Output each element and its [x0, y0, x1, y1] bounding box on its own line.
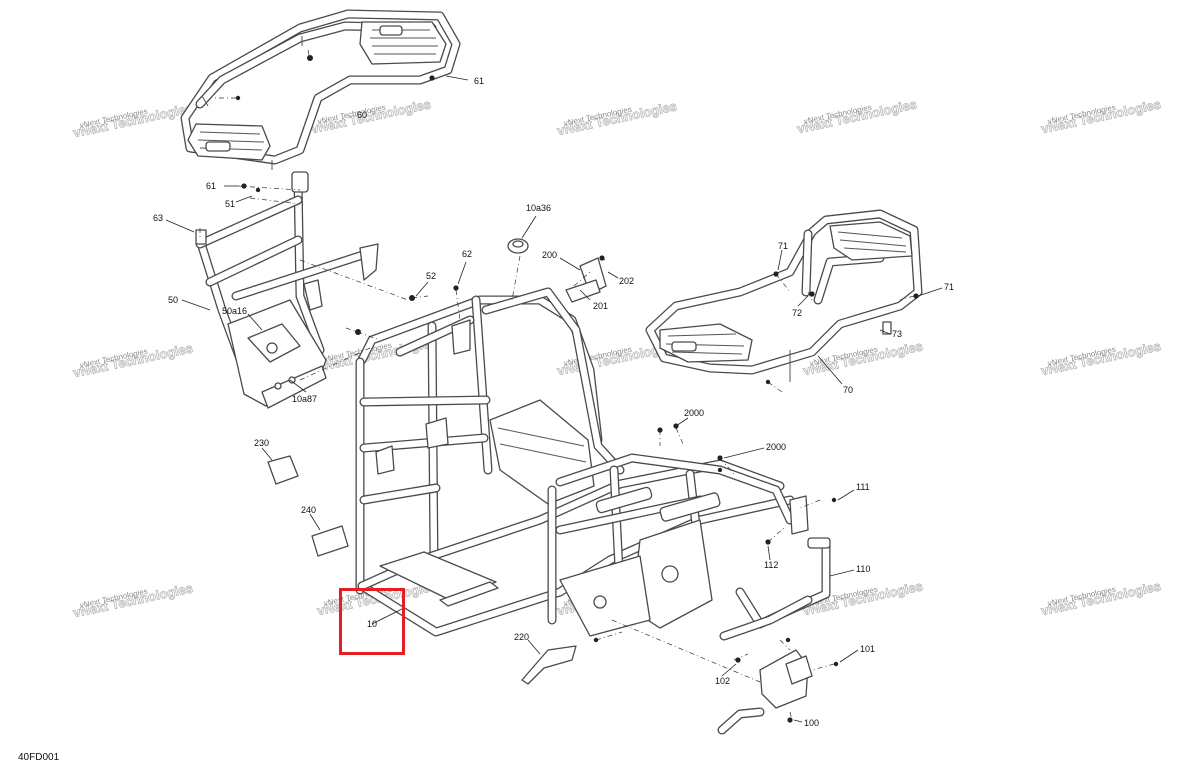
callouts: 61 60 61 51 63 50 50a16 10a87 52 62 10a3… [153, 76, 954, 728]
callout-63: 63 [153, 213, 163, 223]
main-frame-10[interactable] [355, 287, 809, 637]
watermark: vNext Technologies vNext Technologies [555, 98, 678, 139]
callout-60: 60 [357, 110, 367, 120]
rear-bumper-110[interactable] [719, 537, 831, 641]
bracket-220[interactable] [521, 645, 577, 685]
front-frame-50[interactable] [195, 171, 379, 409]
diagram-code: 40FD001 [18, 752, 60, 763]
watermark: vNext Technologies vNext Technologies [795, 96, 918, 137]
callout-102: 102 [715, 676, 730, 686]
watermark: vNext Technologies vNext Technologies [71, 100, 194, 141]
callout-70: 70 [843, 385, 853, 395]
bracket-200[interactable] [565, 257, 607, 303]
callout-10a36: 10a36 [526, 203, 551, 213]
rear-rack-70[interactable] [645, 209, 923, 382]
callout-111: 111 [856, 482, 870, 492]
callout-220: 220 [514, 632, 529, 642]
callout-62: 62 [462, 249, 472, 259]
callout-202: 202 [619, 276, 634, 286]
callout-73: 73 [892, 329, 902, 339]
callout-112: 112 [764, 560, 778, 570]
cap-10a36[interactable] [507, 238, 529, 254]
watermark: vNext Technologies vNext Technologies [1039, 338, 1162, 379]
watermark: vNext Technologies vNext Technologies [71, 340, 194, 381]
watermark: vNext Technologies vNext Technologies [1039, 96, 1162, 137]
callout-100: 100 [804, 718, 819, 728]
watermark: vNext Technologies vNext Technologies [309, 96, 432, 137]
selected-part-highlight[interactable] [339, 588, 405, 655]
callout-10: 10 [367, 619, 377, 629]
front-rack-60[interactable] [180, 9, 461, 170]
callout-201: 201 [593, 301, 608, 311]
assembly-lines [199, 49, 915, 721]
callout-2000: 2000 [766, 442, 786, 452]
skid-plate-240[interactable] [311, 525, 349, 557]
watermark: vNext Technologies vNext Technologies [1039, 578, 1162, 619]
leader-lines [165, 75, 943, 723]
callout-61: 61 [474, 76, 484, 86]
callout-240: 240 [301, 505, 316, 515]
callout-101: 101 [860, 644, 875, 654]
watermark: vNext Technologies vNext Technologies [71, 580, 194, 621]
callout-72: 72 [792, 308, 802, 318]
callout-50a16: 50a16 [222, 306, 247, 316]
callout-2000: 2000 [684, 408, 704, 418]
callout-230: 230 [254, 438, 269, 448]
skid-plate-230[interactable] [267, 455, 299, 485]
fasteners [235, 55, 919, 723]
callout-10a87: 10a87 [292, 394, 317, 404]
callout-110: 110 [856, 564, 870, 574]
callout-71: 71 [778, 241, 788, 251]
callout-52: 52 [426, 271, 436, 281]
callout-50: 50 [168, 295, 178, 305]
hitch-bracket-100[interactable] [717, 649, 813, 735]
callout-200: 200 [542, 250, 557, 260]
callout-51: 51 [225, 199, 235, 209]
callout-61: 61 [206, 181, 216, 191]
callout-71: 71 [944, 282, 954, 292]
